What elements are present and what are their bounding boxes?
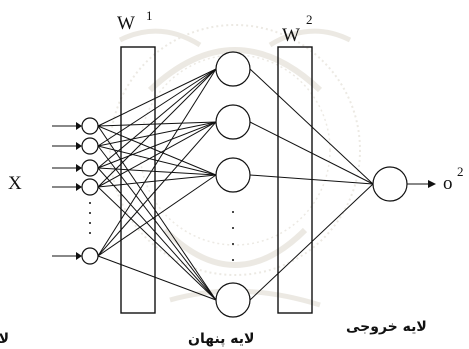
hidden-layer-caption: لایه پنهان <box>188 331 254 347</box>
input-hidden-edge-4 <box>97 125 217 301</box>
hidden-node-2 <box>215 104 251 140</box>
weight-label-w1-superscript: 1 <box>146 8 153 23</box>
input-hidden-edge-1 <box>97 68 217 127</box>
input-node-5 <box>81 247 99 265</box>
weight-label-w1: W <box>117 13 135 34</box>
input-hidden-edge-16 <box>97 186 217 301</box>
input-arrow-5 <box>52 252 82 260</box>
input-layer-nodes <box>81 117 99 265</box>
input-node-1 <box>81 117 99 135</box>
input-hidden-edge-5 <box>97 68 217 147</box>
output-layer-caption: لایه خروجی <box>346 319 427 335</box>
input-node-4 <box>81 178 99 196</box>
weight-matrix-w2-box <box>277 46 313 314</box>
input-hidden-edge-19 <box>97 174 217 257</box>
output-label-o: o <box>443 173 453 194</box>
weight-label-w2: W <box>282 25 300 46</box>
input-arrow-1 <box>52 122 82 130</box>
input-hidden-edge-14 <box>97 121 217 188</box>
input-node-3 <box>81 159 99 177</box>
network-connections <box>97 68 374 301</box>
input-hidden-edge-10 <box>97 121 217 169</box>
input-hidden-edge-15 <box>97 174 217 188</box>
input-arrow-2 <box>52 142 82 150</box>
input-arrow-4 <box>52 183 82 191</box>
input-hidden-edge-8 <box>97 145 217 301</box>
input-hidden-edge-9 <box>97 68 217 169</box>
input-label-x: X <box>8 173 22 194</box>
output-label-superscript: 2 <box>457 164 464 179</box>
input-hidden-edge-6 <box>97 121 217 147</box>
input-hidden-edge-12 <box>97 167 217 301</box>
input-arrows <box>52 122 82 260</box>
input-hidden-edge-20 <box>97 255 217 301</box>
hidden-node-3 <box>215 157 251 193</box>
hidden-layer-nodes <box>215 51 251 318</box>
weight-matrix-w1-box <box>120 46 156 314</box>
input-layer-caption: لایه ورودی <box>0 331 9 347</box>
hidden-ellipsis <box>232 211 234 261</box>
input-arrow-3 <box>52 164 82 172</box>
input-hidden-edge-11 <box>97 167 217 176</box>
output-arrow <box>407 180 436 188</box>
input-hidden-edge-17 <box>97 68 217 257</box>
input-hidden-edge-7 <box>97 145 217 176</box>
input-hidden-edge-2 <box>97 121 217 127</box>
input-hidden-edge-3 <box>97 125 217 176</box>
output-node <box>372 166 408 202</box>
input-hidden-edge-13 <box>97 68 217 188</box>
weight-label-w2-superscript: 2 <box>306 12 313 27</box>
input-hidden-edge-18 <box>97 121 217 257</box>
hidden-node-1 <box>215 51 251 87</box>
hidden-node-4 <box>215 282 251 318</box>
input-ellipsis <box>89 202 91 234</box>
input-node-2 <box>81 137 99 155</box>
